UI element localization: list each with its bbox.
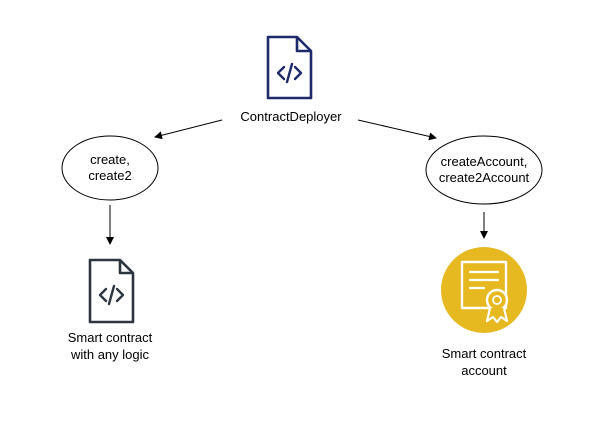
create-account-method-label-line2: create2Account: [439, 170, 530, 185]
smart-contract-account-label-line1: Smart contract: [442, 346, 527, 361]
arrow-to-create-account: [357, 119, 437, 141]
smart-contract-label-line2: with any logic: [70, 347, 150, 362]
smart-contract-account-certificate-icon: [441, 247, 527, 333]
create-method-node: [61, 135, 159, 201]
contract-deployer-code-document-icon: [266, 35, 313, 100]
create-account-method-label-line1: createAccount,: [441, 154, 528, 169]
smart-contract-label-line1: Smart contract: [68, 330, 153, 345]
create-method-label-line1: create,: [90, 152, 130, 167]
smart-contract-account-label-line2: account: [461, 363, 507, 378]
contract-deployer-label: ContractDeployer: [240, 109, 342, 124]
create-method-label-line2: create2: [88, 168, 131, 183]
arrow-to-create: [154, 119, 223, 140]
smart-contract-code-document-icon: [88, 258, 135, 324]
create-account-method-node: [425, 135, 543, 205]
